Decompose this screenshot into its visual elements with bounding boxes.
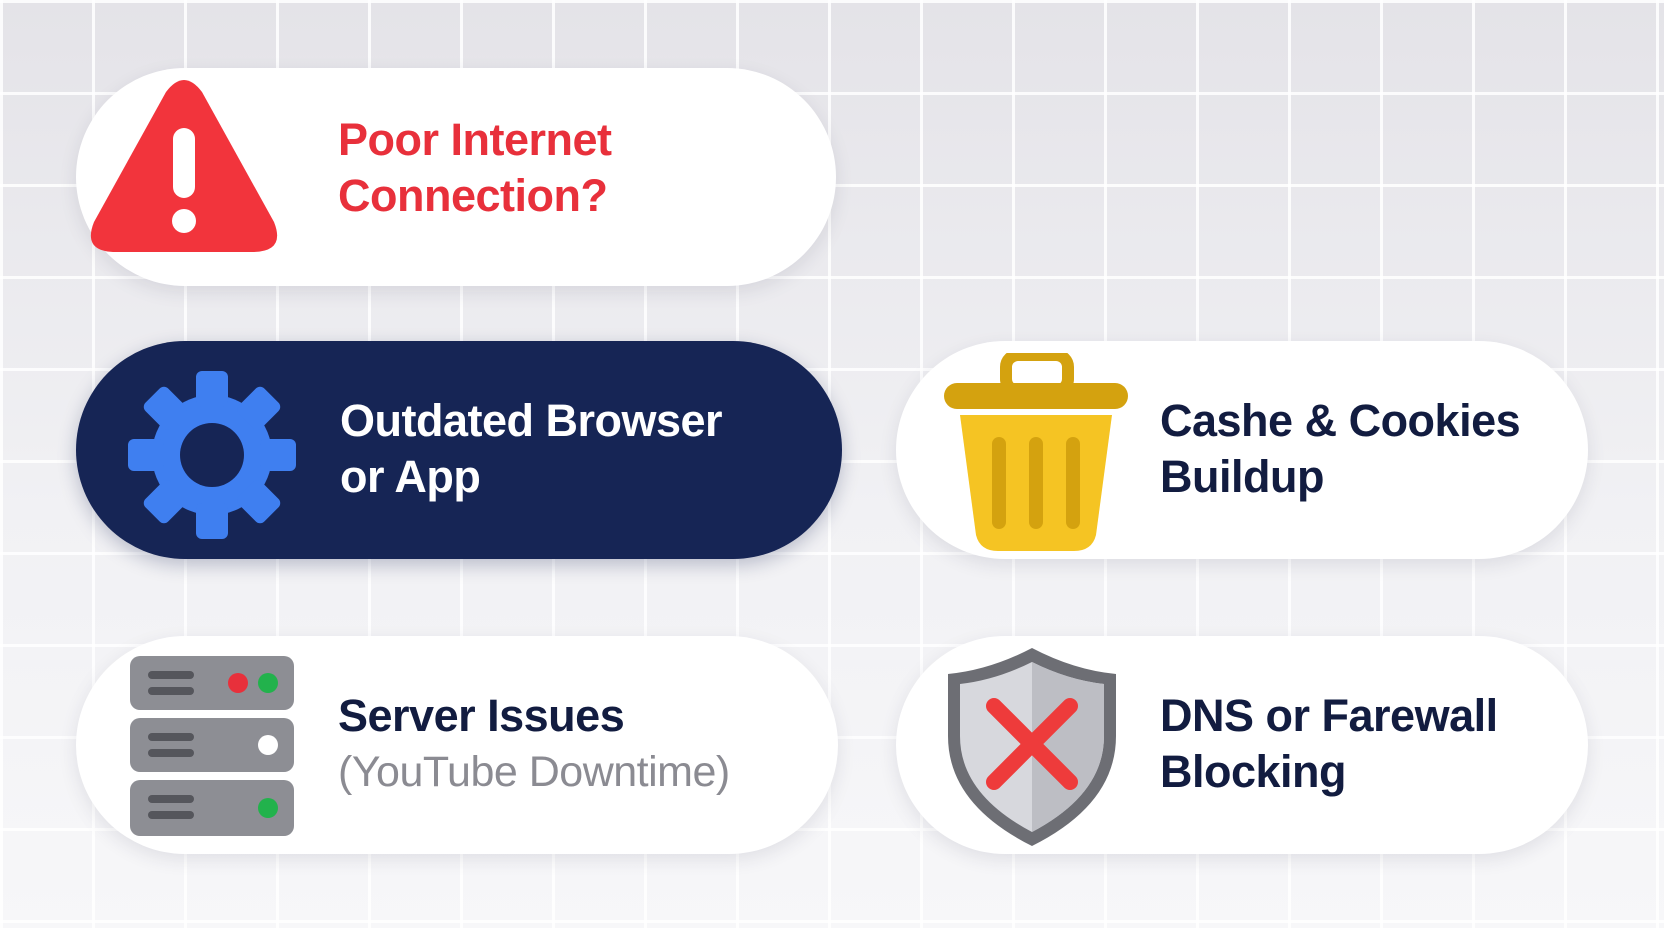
poor-connection-line2: Connection? (338, 170, 608, 221)
shield-x-icon (948, 648, 1116, 846)
dns-firewall-line1: DNS or Farewall (1160, 690, 1498, 741)
trash-can-icon (944, 353, 1128, 551)
server-issues-card: Server Issues (YouTube Downtime) (76, 636, 838, 854)
outdated-browser-line1: Outdated Browser (340, 395, 723, 446)
server-rack-icon (130, 656, 294, 836)
outdated-browser-card: Outdated Browser or App (76, 341, 842, 559)
poor-connection-line1: Poor Internet (338, 114, 612, 165)
poor-connection-label: Poor Internet Connection? (338, 112, 612, 224)
server-issues-line2: (YouTube Downtime) (338, 748, 730, 796)
dns-firewall-line2: Blocking (1160, 746, 1347, 797)
poor-connection-card: Poor Internet Connection? (76, 68, 836, 286)
dns-firewall-card: DNS or Farewall Blocking (896, 636, 1588, 854)
server-issues-label: Server Issues (YouTube Downtime) (338, 688, 730, 800)
outdated-browser-label: Outdated Browser or App (340, 393, 723, 505)
gear-icon (128, 371, 296, 539)
cache-cookies-card: Cashe & Cookies Buildup (896, 341, 1588, 559)
warning-triangle-icon (90, 80, 278, 252)
server-issues-line1: Server Issues (338, 690, 625, 741)
dns-firewall-label: DNS or Farewall Blocking (1160, 688, 1498, 800)
cache-cookies-line1: Cashe & Cookies (1160, 395, 1521, 446)
cache-cookies-line2: Buildup (1160, 451, 1324, 502)
outdated-browser-line2: or App (340, 451, 481, 502)
cache-cookies-label: Cashe & Cookies Buildup (1160, 393, 1521, 505)
